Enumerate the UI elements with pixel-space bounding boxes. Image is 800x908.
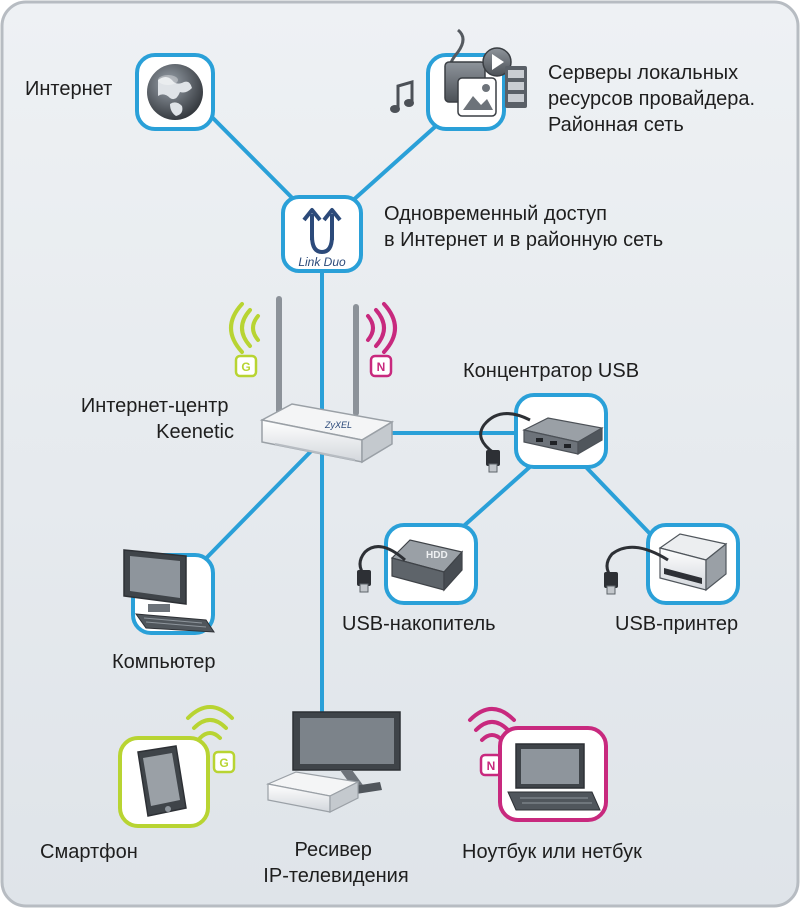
iptv-receiver-label-line-1: Ресивер (295, 839, 372, 861)
smartphone-label: Смартфон (40, 841, 138, 863)
link-duo-description-line-2: в Интернет и в районную сеть (384, 229, 663, 251)
wifi-g-smartphone-icon (186, 705, 234, 740)
hdd-device-text: HDD (426, 550, 448, 561)
node-usb-printer: USB-принтер (604, 523, 740, 635)
laptop-n-badge-text: N (487, 759, 496, 773)
usb-hub-label: Концентратор USB (463, 360, 639, 382)
computer-label: Компьютер (112, 651, 216, 673)
router-g-badge-text: G (241, 360, 250, 374)
link-duo-icon (302, 208, 342, 255)
router-n-badge-text: N (377, 360, 386, 374)
printer-icon (604, 533, 728, 595)
usb-printer-label: USB-принтер (615, 613, 738, 635)
link-duo-icon-text: Link Duo (298, 255, 346, 269)
node-smartphone: G Смартфон (40, 705, 236, 863)
wifi-n-icon (366, 302, 397, 354)
router-g-badge (234, 354, 258, 378)
router-icon (259, 296, 395, 464)
router-label: Интернет-центр Keenetic (81, 395, 234, 443)
tv-receiver-icon (265, 711, 401, 813)
smartphone-g-badge-text: G (219, 756, 228, 770)
laptop-icon (507, 743, 601, 811)
node-laptop: N Ноутбук или нетбук (462, 707, 642, 863)
internet-label: Интернет (25, 78, 112, 100)
computer-icon (123, 549, 215, 633)
router-label-line-1: Интернет-центр (81, 395, 229, 417)
laptop-label: Ноутбук или нетбук (462, 841, 642, 863)
media-files-icon (390, 28, 527, 117)
node-link-duo: Link Duo Одновременный доступ в Интернет… (281, 195, 663, 273)
wifi-g-icon (229, 302, 260, 354)
servers-label-line-2: ресурсов провайдера. (548, 88, 755, 110)
servers-label-line-1: Серверы локальных (548, 62, 738, 84)
iptv-receiver-label: Ресивер IP-телевидения (263, 839, 408, 887)
router-brand-text: ZyXEL (324, 420, 352, 430)
usb-storage-label: USB-накопитель (342, 613, 496, 635)
usb-hub-icon (479, 412, 604, 473)
node-internet: Интернет (25, 53, 215, 131)
node-usb-hub: Концентратор USB (463, 360, 639, 473)
node-provider-servers: Серверы локальных ресурсов провайдера. Р… (390, 28, 761, 136)
link-duo-description-line-1: Одновременный доступ (384, 203, 607, 225)
node-iptv-receiver: Ресивер IP-телевидения (263, 711, 409, 887)
smartphone-g-badge (212, 750, 236, 774)
node-router: G N ZyXEL Интернет-центр Keenetic (81, 296, 397, 464)
link-duo-description: Одновременный доступ в Интернет и в райо… (384, 203, 663, 251)
globe-icon (147, 64, 203, 120)
node-computer: Компьютер (112, 549, 216, 673)
iptv-receiver-label-line-2: IP-телевидения (263, 865, 408, 887)
node-usb-storage: HDD USB-накопитель (342, 523, 496, 635)
link-duo-node-frame (281, 195, 363, 273)
servers-label: Серверы локальных ресурсов провайдера. Р… (548, 62, 761, 136)
hdd-icon (357, 539, 464, 593)
router-label-line-2: Keenetic (156, 421, 234, 443)
servers-label-line-3: Районная сеть (548, 114, 684, 136)
smartphone-icon (137, 745, 187, 817)
router-n-badge (369, 354, 393, 378)
